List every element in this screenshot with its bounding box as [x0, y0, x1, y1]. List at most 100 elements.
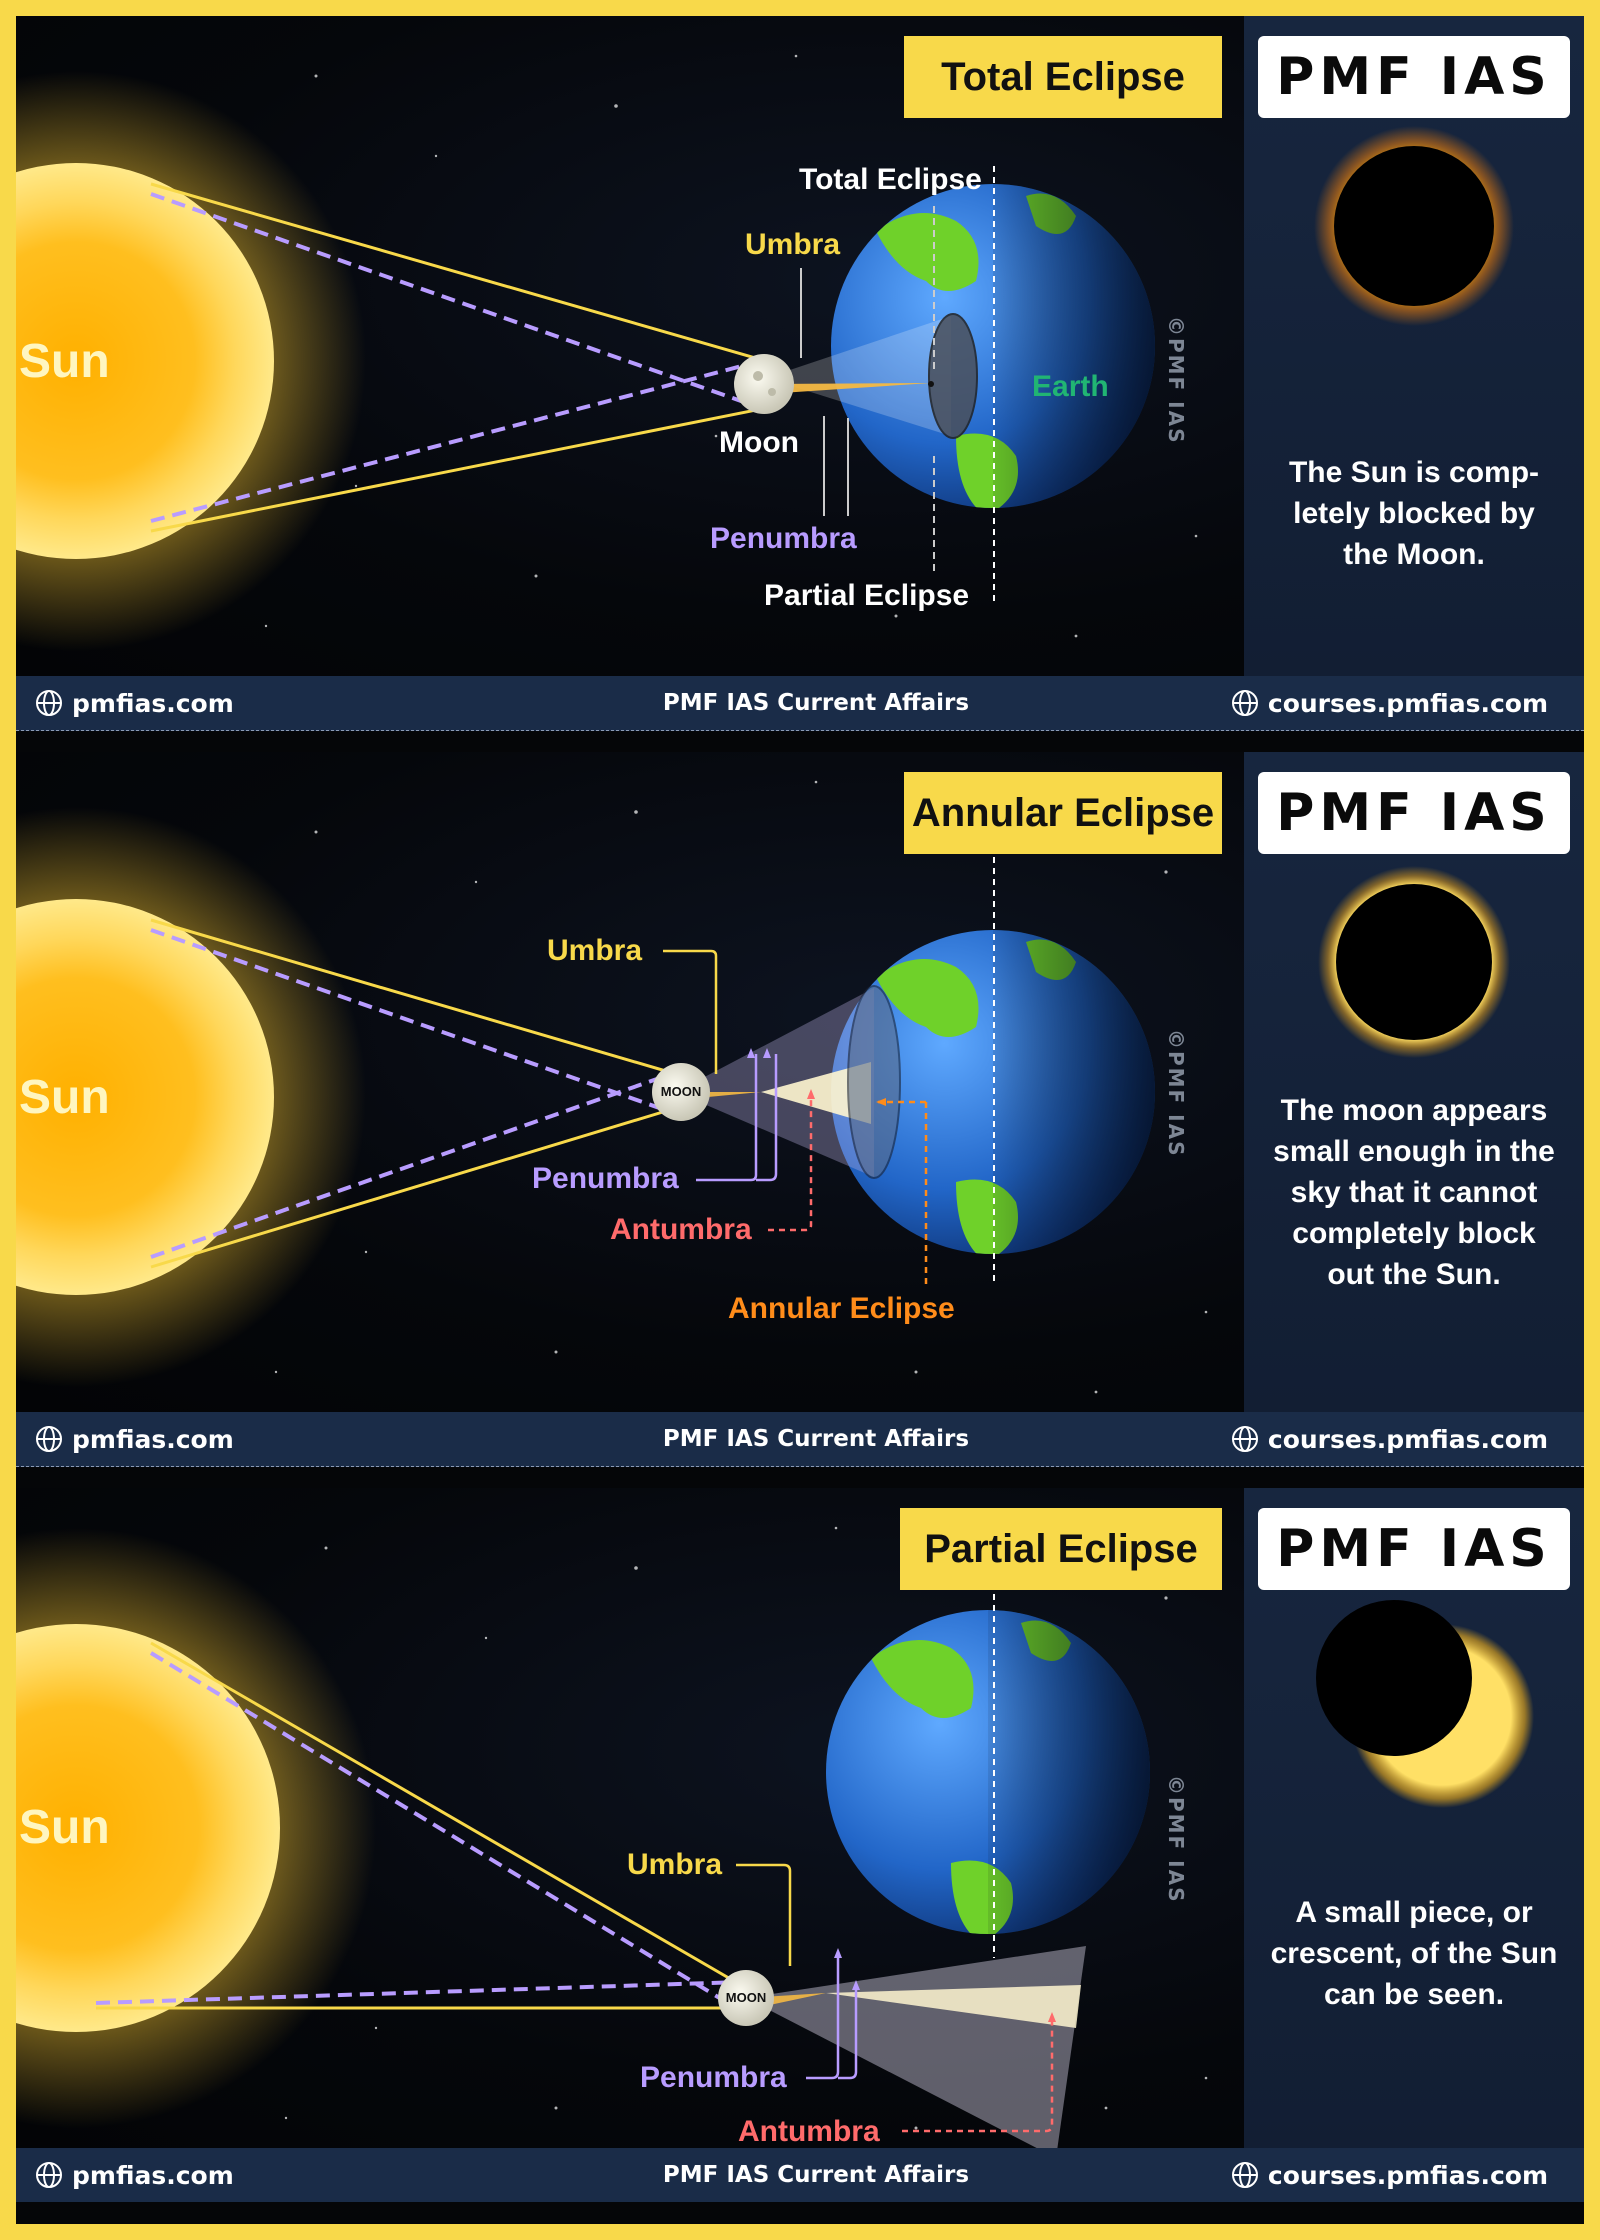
- umbra-lines: [150, 182, 767, 533]
- umbra-lines: [96, 1641, 747, 2010]
- footer-bar: pmfias.com PMF IAS Current Affairs cours…: [16, 676, 1584, 731]
- side-panel: PMF IAS The Sun is comp- letely blocked …: [1244, 16, 1584, 676]
- stars: [274, 780, 1208, 1394]
- footer-right[interactable]: courses.pmfias.com: [1230, 688, 1548, 718]
- stars: [284, 1526, 1208, 2130]
- footer-right-link[interactable]: courses.pmfias.com: [1267, 2160, 1548, 2190]
- side-panel: PMF IAS The moon appears small enough in…: [1244, 752, 1584, 1412]
- footer-right-link[interactable]: courses.pmfias.com: [1267, 688, 1548, 718]
- moon-label: MOON: [725, 1990, 767, 2005]
- globe-icon: [1231, 2162, 1258, 2188]
- description: The Sun is comp- letely blocked by the M…: [1254, 452, 1574, 575]
- sun: [16, 163, 274, 559]
- watermark-label: ©PMF IAS: [1164, 1029, 1188, 1158]
- footer-right-link[interactable]: courses.pmfias.com: [1267, 1424, 1548, 1454]
- panel-title: Annular Eclipse: [904, 772, 1222, 854]
- footer-left[interactable]: pmfias.com: [34, 1424, 234, 1454]
- description: A small piece, or crescent, of the Sun c…: [1254, 1892, 1574, 2015]
- moon: [734, 354, 794, 414]
- footer-right[interactable]: courses.pmfias.com: [1230, 1424, 1548, 1454]
- partial-eclipse-scene: ©PMF IAS Sun MOON Umbra Penumbra Antumbr…: [16, 1488, 1244, 2148]
- antumbra-cone: [826, 1985, 1081, 2028]
- footer-left-link[interactable]: pmfias.com: [72, 1424, 234, 1454]
- description-line: crescent, of the Sun: [1270, 1937, 1558, 1970]
- annular-eclipse-icon: [1318, 866, 1510, 1058]
- sun: [16, 899, 274, 1295]
- partial-eclipse-icon: [1316, 1600, 1534, 1808]
- umbra-label: Umbra: [627, 1848, 723, 1881]
- antumbra-label: Antumbra: [738, 2115, 880, 2148]
- watermark-label: ©PMF IAS: [1164, 1775, 1188, 1904]
- leader-lines: [736, 1863, 1054, 2133]
- description-line: small enough in the: [1273, 1135, 1555, 1168]
- shadow-disc: [847, 985, 901, 1179]
- antumbra-cone: [761, 1062, 871, 1124]
- footer-left[interactable]: pmfias.com: [34, 2160, 234, 2190]
- total-eclipse-scene: ©PMF IAS ©PMF IAS Sun Total Eclipse Umbr…: [16, 16, 1244, 676]
- panel-total-eclipse: ©PMF IAS ©PMF IAS Sun Total Eclipse Umbr…: [16, 16, 1584, 752]
- panel-title: Total Eclipse: [904, 36, 1222, 118]
- panel-title: Partial Eclipse: [900, 1508, 1222, 1590]
- total-eclipse-icon: [1314, 126, 1514, 326]
- globe-icon: [1231, 690, 1258, 716]
- penumbra-label: Penumbra: [710, 522, 857, 555]
- moon-label: Moon: [719, 426, 799, 459]
- leader-lines: [800, 206, 935, 576]
- footer-center: PMF IAS Current Affairs: [662, 1426, 970, 1452]
- globe-icon: [1231, 1426, 1258, 1452]
- partial-eclipse-label: Partial Eclipse: [764, 579, 970, 612]
- moon-label: MOON: [660, 1084, 702, 1099]
- penumbra-cone: [766, 316, 951, 436]
- umbra-lines: [150, 918, 677, 1269]
- globe-icon: [36, 2162, 62, 2188]
- footer-bar: pmfias.com PMF IAS Current Affairs cours…: [16, 2148, 1584, 2202]
- panel-annular-eclipse: ©PMF IAS Sun MOON Umbra Penumbra Antumbr…: [16, 752, 1584, 1488]
- sun: [16, 1624, 280, 2032]
- sun-label: Sun: [19, 335, 110, 388]
- description-line: can be seen.: [1323, 1978, 1505, 2011]
- description-line: A small piece, or: [1295, 1896, 1533, 1929]
- pmf-ias-logo: PMF IAS: [1258, 772, 1570, 854]
- annular-eclipse-label: Annular Eclipse: [728, 1292, 955, 1325]
- umbra-label: Umbra: [547, 934, 643, 967]
- pmf-ias-logo: PMF IAS: [1258, 36, 1570, 118]
- watermark-label: ©PMF IAS: [1164, 316, 1188, 445]
- footer-left-link[interactable]: pmfias.com: [72, 2160, 234, 2190]
- panel-partial-eclipse: ©PMF IAS Sun MOON Umbra Penumbra Antumbr…: [16, 1488, 1584, 2224]
- footer-center: PMF IAS Current Affairs: [662, 690, 970, 716]
- earth-label: Earth: [1032, 370, 1109, 403]
- footer-left[interactable]: pmfias.com: [34, 688, 234, 718]
- description-line: The Sun is comp-: [1288, 456, 1540, 489]
- side-panel: PMF IAS A small piece, or crescent, of t…: [1244, 1488, 1584, 2148]
- globe-icon: [36, 690, 62, 716]
- annular-eclipse-diagram: [16, 780, 1208, 1394]
- footer-bar: pmfias.com PMF IAS Current Affairs cours…: [16, 1412, 1584, 1467]
- pmf-ias-logo: PMF IAS: [1258, 1508, 1570, 1590]
- footer-right[interactable]: courses.pmfias.com: [1230, 2160, 1548, 2190]
- shadow-disc: [928, 313, 978, 439]
- penumbra-lines: [95, 1651, 743, 2013]
- description-line: The moon appears: [1280, 1094, 1548, 1127]
- description-line: letely blocked by: [1293, 497, 1535, 530]
- penumbra-lines: [150, 192, 762, 523]
- globe-icon: [36, 1426, 62, 1452]
- moon: [652, 1063, 710, 1121]
- description-line: the Moon.: [1343, 538, 1485, 571]
- description-line: completely block: [1292, 1217, 1536, 1250]
- umbra-label: Umbra: [745, 228, 841, 261]
- description-line: sky that it cannot: [1290, 1176, 1538, 1209]
- leader-lines: [663, 949, 928, 1285]
- description: The moon appears small enough in the sky…: [1254, 1090, 1574, 1295]
- annular-eclipse-scene: ©PMF IAS Sun MOON Umbra Penumbra Antumbr…: [16, 752, 1244, 1412]
- penumbra-label: Penumbra: [640, 2061, 787, 2094]
- description-line: out the Sun.: [1327, 1258, 1501, 1291]
- earth: [826, 1610, 1150, 1934]
- total-eclipse-diagram: ©PMF IAS: [16, 54, 1198, 651]
- penumbra-lines: [150, 928, 672, 1259]
- antumbra-label: Antumbra: [610, 1213, 752, 1246]
- partial-eclipse-diagram: [16, 1526, 1208, 2148]
- footer-center: PMF IAS Current Affairs: [662, 2162, 970, 2188]
- sun-label: Sun: [19, 1071, 110, 1124]
- footer-left-link[interactable]: pmfias.com: [72, 688, 234, 718]
- sun-label: Sun: [19, 1801, 110, 1854]
